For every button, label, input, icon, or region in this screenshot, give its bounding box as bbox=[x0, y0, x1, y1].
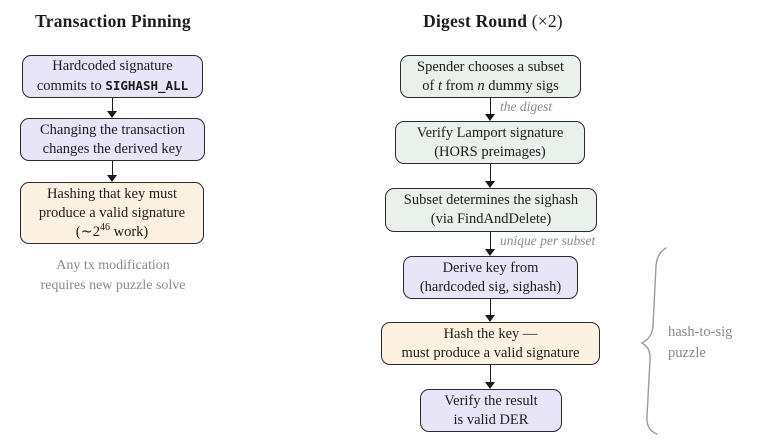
flow-arrow bbox=[485, 365, 496, 389]
node-text-part: commits to bbox=[36, 78, 106, 94]
edge-label-unique-per-subset: unique per subset bbox=[500, 233, 596, 248]
flow-arrow bbox=[485, 299, 496, 322]
arrow-head bbox=[107, 111, 118, 118]
node-text-line: is valid DER bbox=[453, 411, 529, 428]
node-text-line: (via FindAndDelete) bbox=[430, 211, 552, 227]
node-text-line: changes the derived key bbox=[42, 140, 183, 157]
node-text-part: of bbox=[422, 77, 438, 94]
node-derive-key: Derive key from (hardcoded sig, sighash) bbox=[403, 256, 578, 299]
arrow-shaft bbox=[489, 98, 492, 115]
node-text-line: commits to SIGHASH_ALL bbox=[37, 76, 188, 96]
flow-arrow bbox=[485, 164, 496, 188]
arrow-head bbox=[107, 175, 118, 182]
arrow-shaft bbox=[489, 365, 492, 383]
math-var-t: t bbox=[437, 77, 442, 94]
node-hash-the-key: Hash the key — must produce a valid sign… bbox=[381, 322, 600, 365]
flow-arrow bbox=[485, 98, 496, 121]
node-spender-subset: Spender chooses a subset of t from n dum… bbox=[400, 55, 581, 98]
node-text-part: (∼2 bbox=[75, 223, 100, 240]
caption-line: requires new puzzle solve bbox=[40, 278, 186, 293]
caption-line: Any tx modification bbox=[56, 258, 170, 273]
node-text-line: (hardcoded sig, sighash) bbox=[419, 278, 562, 295]
node-text-line: Verify the result bbox=[444, 392, 538, 409]
brace-label-hash-to-sig-puzzle: hash-to-sig puzzle bbox=[668, 322, 732, 364]
arrow-shaft bbox=[489, 164, 492, 182]
node-text-line: Hash the key — bbox=[443, 325, 538, 342]
arrow-shaft bbox=[489, 299, 492, 316]
arrow-head bbox=[485, 249, 496, 256]
flow-arrow bbox=[485, 232, 496, 256]
title-text: Digest Round bbox=[423, 11, 528, 31]
arrow-shaft bbox=[111, 161, 114, 176]
node-text-line: (HORS preimages) bbox=[434, 143, 546, 160]
brace-label-line: hash-to-sig bbox=[668, 324, 733, 340]
grouping-brace bbox=[640, 247, 667, 435]
node-text-line: must produce a valid signature bbox=[401, 344, 580, 361]
node-text-line: Hashing that key must bbox=[46, 185, 178, 202]
right-column-title: Digest Round (×2) bbox=[395, 11, 591, 32]
node-text-line: Verify Lamport signature bbox=[416, 124, 564, 141]
node-text-line: Changing the transaction bbox=[40, 121, 185, 138]
flow-arrow bbox=[107, 161, 118, 182]
flow-arrow bbox=[107, 98, 118, 118]
node-text-line: Derive key from bbox=[442, 259, 539, 276]
node-verify-der: Verify the result is valid DER bbox=[420, 389, 562, 432]
title-multiplier: (×2) bbox=[527, 11, 563, 31]
exponent-46: 46 bbox=[99, 221, 110, 233]
node-text-line: Spender chooses a subset bbox=[417, 58, 564, 75]
node-text-line: (∼246 work) bbox=[75, 221, 149, 242]
node-hashing-work: Hashing that key must produce a valid si… bbox=[20, 182, 204, 244]
node-text-part: from bbox=[441, 77, 478, 94]
node-text-part: dummy sigs bbox=[484, 77, 559, 94]
arrow-head bbox=[485, 114, 496, 121]
math-var-n: n bbox=[477, 77, 485, 94]
node-verify-lamport: Verify Lamport signature (HORS preimages… bbox=[395, 121, 585, 164]
arrow-head bbox=[485, 181, 496, 188]
node-text-part: work) bbox=[109, 223, 149, 240]
edge-label-the-digest: the digest bbox=[500, 99, 553, 114]
node-text-line: produce a valid signature bbox=[38, 204, 186, 221]
node-changing-transaction: Changing the transaction changes the der… bbox=[20, 118, 205, 161]
node-hardcoded-signature: Hardcoded signature commits to SIGHASH_A… bbox=[22, 55, 203, 98]
brace-label-line: puzzle bbox=[668, 345, 706, 361]
arrow-head bbox=[485, 382, 496, 389]
arrow-shaft bbox=[111, 98, 114, 112]
node-text-line: Subset determines the sighash bbox=[403, 192, 579, 208]
left-column-title: Transaction Pinning bbox=[35, 11, 191, 31]
node-subset-sighash: Subset determines the sighash (via FindA… bbox=[385, 188, 597, 232]
node-text-line: Hardcoded signature bbox=[52, 58, 173, 74]
sighash-all-code: SIGHASH_ALL bbox=[105, 78, 189, 93]
left-column-caption: Any tx modification requires new puzzle … bbox=[10, 256, 216, 296]
arrow-head bbox=[485, 315, 496, 322]
node-text-line: of t from n dummy sigs bbox=[422, 77, 559, 96]
arrow-shaft bbox=[489, 232, 492, 250]
